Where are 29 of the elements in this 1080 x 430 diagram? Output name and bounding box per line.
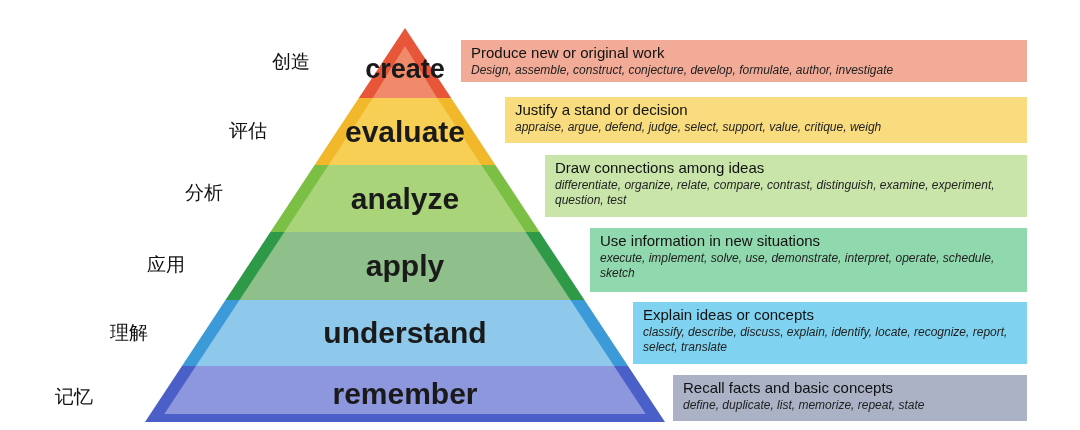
chinese-label: 创造 — [272, 49, 310, 74]
description-heading: Recall facts and basic concepts — [683, 379, 895, 396]
verb-list: Design, assemble, construct, conjecture, develop, formulate, author, investigate — [471, 63, 1017, 78]
description-heading: Explain ideas or concepts — [643, 306, 815, 323]
verb-list: differentiate, organize, relate, compare, contrast, distinguish, examine, experiment, question, test — [555, 178, 1017, 208]
level-name: evaluate — [344, 116, 466, 147]
level-name: analyze — [350, 183, 460, 214]
description-heading: Draw connections among ideas — [555, 159, 766, 176]
description-box — [633, 302, 1027, 364]
chinese-label: 记忆 — [55, 384, 93, 409]
level-name: understand — [323, 318, 487, 348]
chinese-label: 应用 — [147, 252, 185, 277]
description-heading: Use information in new situations — [600, 232, 822, 249]
level-name: remember — [332, 379, 478, 409]
description-box — [461, 40, 1027, 82]
chinese-label: 理解 — [110, 320, 148, 345]
description-box — [673, 375, 1027, 421]
description-box — [505, 97, 1027, 143]
chinese-label: 评估 — [229, 118, 267, 143]
description-box — [545, 155, 1027, 217]
verb-list: classify, describe, discuss, explain, identify, locate, recognize, report, select, translate — [643, 325, 1017, 355]
level-name: apply — [365, 251, 445, 281]
verb-list: execute, implement, solve, use, demonstrate, interpret, operate, schedule, sketch — [600, 251, 1017, 281]
verb-list: appraise, argue, defend, judge, select, support, value, critique, weigh — [515, 120, 1017, 135]
description-heading: Justify a stand or decision — [515, 101, 689, 118]
description-heading: Produce new or original work — [471, 44, 666, 61]
description-box — [590, 228, 1027, 292]
verb-list: define, duplicate, list, memorize, repeat, state — [683, 398, 1017, 413]
chinese-label: 分析 — [185, 180, 223, 205]
